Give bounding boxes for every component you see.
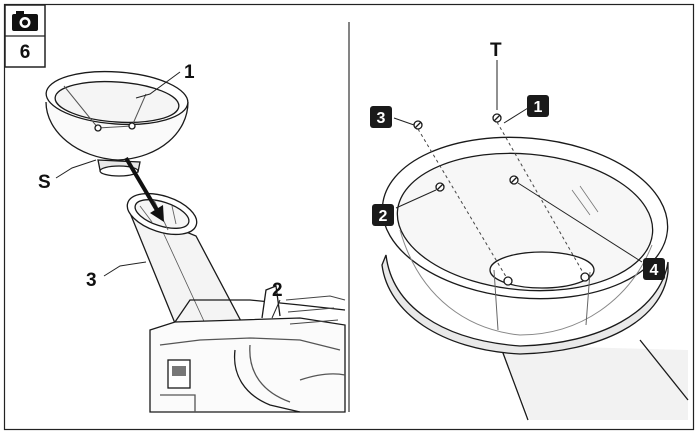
- badge-4: 4: [643, 258, 665, 280]
- leader-line-b2: [395, 189, 437, 209]
- step-indicator: 6: [4, 4, 46, 68]
- label-top-t: T: [490, 40, 502, 61]
- camera-icon: [12, 11, 38, 31]
- label-part-3: 3: [86, 270, 97, 291]
- screw-hole-a: [503, 276, 513, 286]
- screw-hole-b: [580, 272, 590, 282]
- step-number: 6: [20, 42, 31, 63]
- hose-tube-closeup: [499, 339, 689, 421]
- screw-1: [492, 113, 502, 123]
- leader-line-3: [103, 261, 147, 277]
- machine-body: [149, 285, 346, 413]
- label-part-2: 2: [272, 280, 283, 301]
- leader-line-1: [135, 71, 181, 99]
- right-panel: [381, 60, 689, 421]
- badge-3-label: 3: [377, 110, 386, 127]
- badge-4-label: 4: [650, 262, 659, 279]
- badge-2-label: 2: [379, 208, 388, 225]
- badge-2: 2: [372, 204, 394, 226]
- insert-arrow: [124, 156, 164, 222]
- screw-path-lines: [417, 121, 586, 281]
- leader-line-2: [271, 299, 281, 319]
- leader-line-s: [55, 159, 97, 179]
- screw-3: [413, 120, 423, 130]
- badge-1: 1: [527, 95, 549, 117]
- leader-line-b4: [517, 182, 643, 263]
- leader-line-b1: [503, 107, 529, 124]
- badge-1-label: 1: [534, 99, 543, 116]
- leader-line-b3: [393, 117, 415, 126]
- label-part-1: 1: [184, 62, 195, 83]
- badge-3: 3: [370, 106, 392, 128]
- strainer-basket: [45, 70, 189, 177]
- screw-2: [435, 182, 445, 192]
- screw-4: [509, 175, 519, 185]
- label-part-s: S: [38, 172, 51, 193]
- strainer-basket-closeup: [381, 136, 669, 355]
- left-panel: [45, 70, 346, 413]
